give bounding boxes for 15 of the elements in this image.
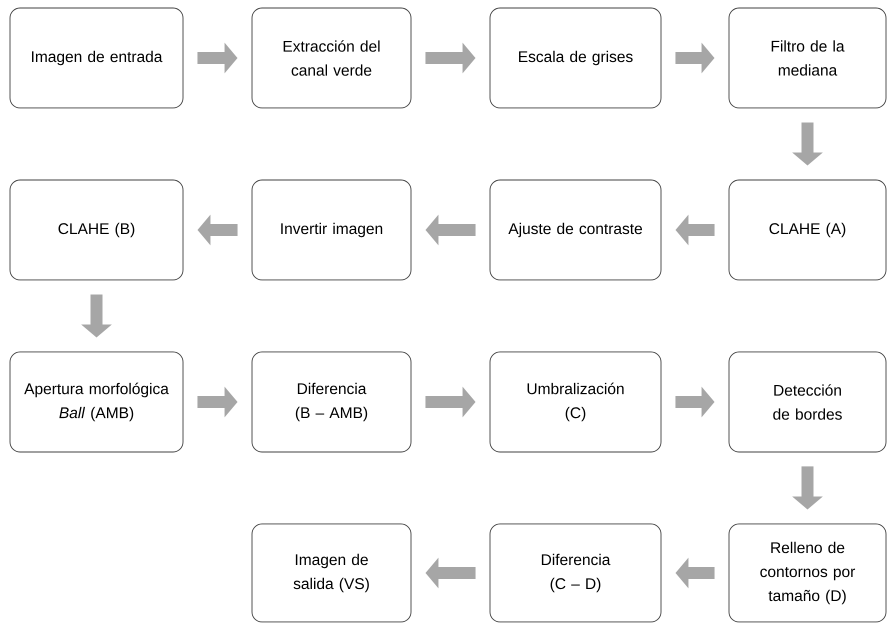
process-box: CLAHE (A) [728,180,886,280]
process-box: Imagen de entrada [10,8,184,108]
process-box: Invertir imagen [252,180,412,280]
process-box: CLAHE (B) [10,180,184,280]
process-box: Umbralización (C) [490,352,662,452]
process-box: Filtro de la mediana [728,8,886,108]
process-box: Detección de bordes [728,352,886,452]
process-box: Diferencia (C – D) [490,524,662,622]
process-box: Escala de grises [490,8,662,108]
process-box: Ajuste de contraste [490,180,662,280]
process-box: Apertura morfológica Ball (AMB) [10,352,184,452]
process-box: Imagen de salida (VS) [252,524,412,622]
process-box: Extracción del canal verde [252,8,412,108]
process-box: Relleno de contornos por tamaño (D) [728,524,886,622]
process-box: Diferencia (B – AMB) [252,352,412,452]
